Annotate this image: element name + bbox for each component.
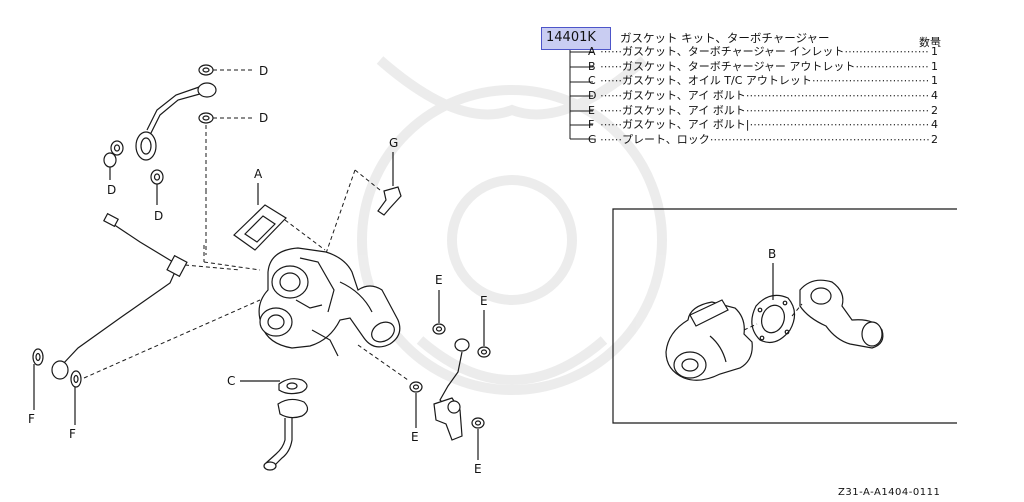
gasket-b xyxy=(751,294,796,343)
legend-qty: 1 xyxy=(929,45,938,60)
legend-qty: 1 xyxy=(929,59,938,75)
callout-d: D xyxy=(259,64,269,78)
legend-row[interactable]: E⋯⋯ガスケット、アイ ボルト⋯⋯⋯⋯⋯⋯⋯⋯⋯⋯⋯⋯⋯⋯⋯⋯⋯⋯⋯⋯⋯⋯⋯⋯⋯… xyxy=(588,103,938,119)
callout-a: A xyxy=(254,167,263,181)
kit-title: ガスケット キット、ターボチャージャー xyxy=(620,31,830,45)
legend-qty: 4 xyxy=(929,89,938,104)
legend-letter: B xyxy=(588,59,596,73)
legend-letter: G xyxy=(588,133,597,147)
washer-d-3 xyxy=(110,140,124,156)
callout-c: C xyxy=(227,374,236,388)
gasket-c xyxy=(278,378,308,395)
legend-qty: 4 xyxy=(929,118,938,134)
washer-e-3 xyxy=(409,381,423,393)
washer-d-1 xyxy=(198,64,214,76)
washer-e-1 xyxy=(432,323,446,335)
legend-letter: A xyxy=(588,45,596,58)
legend-name: ガスケット、アイ ボルト| xyxy=(622,118,750,132)
legend-qty: 2 xyxy=(929,133,938,148)
inset-outlet-elbow xyxy=(799,279,884,349)
legend-qty: 2 xyxy=(929,103,938,119)
washer-e-4 xyxy=(471,417,485,429)
legend-row[interactable]: C⋯⋯ガスケット、オイル T/C アウトレット⋯⋯⋯⋯⋯⋯⋯⋯⋯⋯⋯⋯⋯⋯⋯⋯⋯… xyxy=(588,74,938,90)
return-line-right xyxy=(433,338,470,441)
callout-g: G xyxy=(389,136,399,150)
callout-d: D xyxy=(107,183,117,197)
washer-d-4 xyxy=(103,152,117,168)
legend-name: プレート、ロック xyxy=(622,133,710,147)
washer-f-1 xyxy=(32,348,44,366)
washer-e-2 xyxy=(477,346,491,358)
lock-plate-g xyxy=(377,186,402,216)
turbocharger-main xyxy=(258,247,401,357)
legend-row[interactable]: G⋯⋯プレート、ロック⋯⋯⋯⋯⋯⋯⋯⋯⋯⋯⋯⋯⋯⋯⋯⋯⋯⋯⋯⋯⋯⋯⋯⋯⋯⋯⋯⋯⋯… xyxy=(588,133,938,148)
legend-letter: F xyxy=(588,118,595,132)
legend-letter: C xyxy=(588,74,596,88)
legend-row[interactable]: A⋯⋯ガスケット、ターボチャージャー インレット⋯⋯⋯⋯⋯⋯⋯⋯⋯⋯⋯⋯⋯⋯⋯⋯… xyxy=(588,45,938,60)
legend-name: ガスケット、オイル T/C アウトレット xyxy=(622,74,812,88)
washer-f-2 xyxy=(70,370,82,388)
callout-f: F xyxy=(69,427,76,441)
callout-e: E xyxy=(474,462,482,476)
legend-name: ガスケット、ターボチャージャー インレット xyxy=(622,45,845,58)
oil-feed-pipe xyxy=(135,82,217,161)
callout-d: D xyxy=(154,209,164,223)
callout-e: E xyxy=(435,273,443,287)
legend-letter: E xyxy=(588,103,595,117)
legend-name: ガスケット、ターボチャージャー アウトレット xyxy=(622,59,856,73)
legend-row[interactable]: B⋯⋯ガスケット、ターボチャージャー アウトレット⋯⋯⋯⋯⋯⋯⋯⋯⋯⋯⋯⋯⋯⋯⋯… xyxy=(588,59,938,75)
callout-b: B xyxy=(768,247,777,261)
inset-detail-box xyxy=(612,208,957,424)
diagram-code: Z31-A-A1404-0111 xyxy=(838,487,941,498)
callout-d: D xyxy=(259,111,269,125)
legend-letter: D xyxy=(588,89,597,103)
legend-row[interactable]: F⋯⋯ガスケット、アイ ボルト|⋯⋯⋯⋯⋯⋯⋯⋯⋯⋯⋯⋯⋯⋯⋯⋯⋯⋯⋯⋯⋯⋯⋯⋯… xyxy=(588,118,938,134)
washer-d-5 xyxy=(150,169,164,185)
callout-f: F xyxy=(28,412,35,426)
legend-name: ガスケット、アイ ボルト xyxy=(622,89,746,103)
washer-d-2 xyxy=(198,112,214,124)
callout-e: E xyxy=(480,294,488,308)
parts-legend: A⋯⋯ガスケット、ターボチャージャー インレット⋯⋯⋯⋯⋯⋯⋯⋯⋯⋯⋯⋯⋯⋯⋯⋯… xyxy=(588,45,938,148)
feed-line-left xyxy=(51,212,188,380)
callout-e: E xyxy=(411,430,419,444)
inset-turbocharger xyxy=(665,299,753,381)
watermark-emblem xyxy=(357,56,667,395)
legend-row[interactable]: D⋯⋯ガスケット、アイ ボルト⋯⋯⋯⋯⋯⋯⋯⋯⋯⋯⋯⋯⋯⋯⋯⋯⋯⋯⋯⋯⋯⋯⋯⋯⋯… xyxy=(588,89,938,104)
gasket-a xyxy=(233,204,287,251)
oil-drain-pipe xyxy=(263,398,309,471)
legend-name: ガスケット、アイ ボルト xyxy=(622,103,746,117)
part-number-badge[interactable]: 14401K xyxy=(541,27,611,50)
legend-bracket xyxy=(569,50,593,140)
legend-qty: 1 xyxy=(929,74,938,90)
